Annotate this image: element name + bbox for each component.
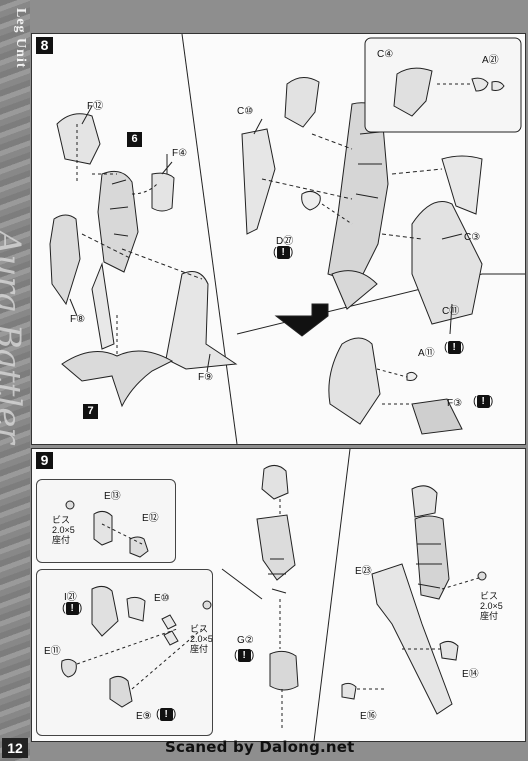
warning-icon: ! [237, 649, 251, 662]
page-number: 12 [2, 738, 28, 758]
a11-warning-wrap: (!) [444, 341, 465, 354]
warning-icon: ! [476, 395, 490, 408]
part-label-c3: C③ [464, 232, 481, 243]
f3-warning-wrap: (!) [473, 395, 494, 408]
part-label-e13: E⑬ [104, 491, 121, 502]
screw-spec-3: ビス 2.0×5 座付 [480, 591, 503, 621]
part-label-c11: C⑪ [442, 306, 460, 317]
part-7-badge-wrap: 7 [83, 404, 98, 419]
screw-size: 2.0×5 [190, 634, 213, 644]
warning-icon: ! [447, 341, 461, 354]
part-label-f4: F④ [172, 148, 188, 159]
i21-warning-wrap: (!) [62, 602, 83, 615]
sidebar: Leg Unit Aura Battler [0, 0, 30, 761]
part-label-c10: C⑩ [237, 106, 254, 117]
step-number: 9 [36, 452, 53, 469]
part-label-e16: E⑯ [360, 711, 377, 722]
screw-spec-1: ビス 2.0×5 座付 [52, 515, 75, 545]
part-label-e9: E⑨ [136, 711, 152, 722]
e9-warning-wrap: (!) [156, 708, 177, 721]
series-logo: Aura Battler [0, 230, 28, 444]
g2-warning-wrap: (!) [234, 649, 255, 662]
step-9-panel: 9 [31, 448, 526, 742]
step-8-panel: 8 [31, 33, 526, 445]
part-label-f12: F⑫ [87, 101, 104, 112]
part-label-d27: D㉗ [276, 236, 294, 247]
screw-label: ビス [190, 624, 209, 634]
part-label-a11: A⑪ [418, 348, 435, 359]
part-7-badge: 7 [83, 404, 98, 419]
warning-icon: ! [65, 602, 79, 615]
step-8-illustration [49, 34, 525, 444]
warning-icon: ! [276, 246, 290, 259]
warning-icon: ! [159, 708, 173, 721]
part-label-e12: E⑫ [142, 513, 159, 524]
part-label-f8: F⑧ [70, 314, 86, 325]
part-6-badge: 6 [127, 132, 142, 147]
screw-label: ビス [52, 515, 71, 525]
part-label-f3: F③ [447, 398, 463, 409]
d27-warning-wrap: (!) [273, 246, 294, 259]
screw-label: ビス [480, 591, 499, 601]
part-label-e10: E⑩ [154, 593, 170, 604]
part-label-e11: E⑪ [44, 646, 61, 657]
part-label-c4: C④ [377, 49, 394, 60]
screw-note: 座付 [480, 611, 499, 621]
screw-note: 座付 [190, 644, 209, 654]
part-label-e23: E㉓ [355, 566, 372, 577]
part-label-f9: F⑨ [198, 372, 214, 383]
part-label-g2: G② [237, 635, 254, 646]
part-6-badge-wrap: 6 [127, 132, 142, 147]
section-title: Leg Unit [13, 8, 28, 69]
screw-spec-2: ビス 2.0×5 座付 [190, 624, 213, 654]
screw-note: 座付 [52, 535, 71, 545]
part-label-i21: I㉑ [64, 592, 77, 603]
screw-size: 2.0×5 [52, 525, 75, 535]
screw-detail-inset-2 [36, 569, 213, 736]
part-label-e14: E⑭ [462, 669, 479, 680]
step-number: 8 [36, 37, 53, 54]
part-label-a21: A㉑ [482, 55, 499, 66]
screw-size: 2.0×5 [480, 601, 503, 611]
step-9-illustration [61, 449, 487, 741]
scan-credit: Scaned by Dalong.net [165, 738, 355, 756]
